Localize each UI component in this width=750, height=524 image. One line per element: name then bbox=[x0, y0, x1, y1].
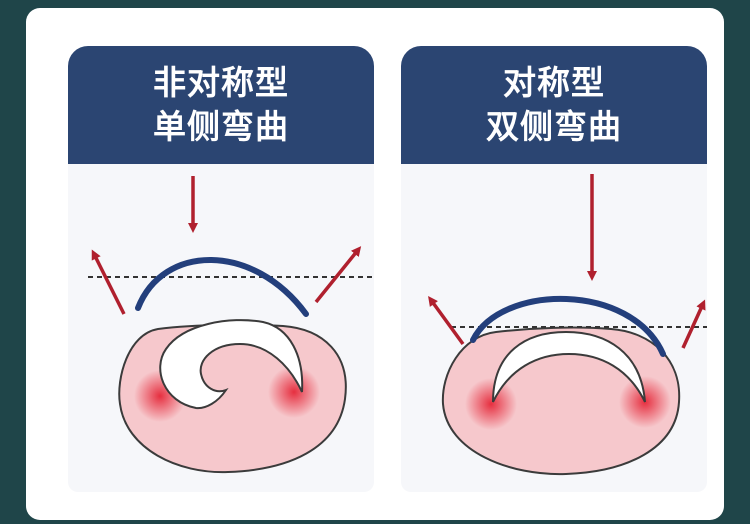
symmetric-title-line1: 对称型 bbox=[503, 63, 605, 102]
inflammation-spot-left bbox=[465, 378, 517, 430]
asymmetric-panel: 非对称型 单侧弯曲 bbox=[68, 46, 374, 492]
symmetric-title-line2: 双侧弯曲 bbox=[486, 107, 622, 146]
diagram-card: 非对称型 单侧弯曲 bbox=[26, 8, 724, 520]
force-arrow-right bbox=[314, 246, 362, 304]
inflammation-spot-right bbox=[268, 366, 320, 418]
asymmetric-title-line1: 非对称型 bbox=[153, 63, 289, 102]
symmetric-illustration bbox=[428, 174, 707, 476]
asymmetric-title-line2: 单侧弯曲 bbox=[153, 107, 289, 146]
force-arrow-left bbox=[428, 295, 465, 346]
force-arrow-left bbox=[91, 249, 126, 315]
curl-shape bbox=[159, 319, 304, 410]
symmetric-header: 对称型 双侧弯曲 bbox=[401, 46, 707, 164]
force-arrow-right bbox=[681, 299, 706, 349]
asymmetric-header: 非对称型 单侧弯曲 bbox=[68, 46, 374, 164]
bending-arc bbox=[470, 295, 666, 357]
bending-arc bbox=[135, 257, 309, 317]
asymmetric-illustration bbox=[88, 176, 374, 474]
symmetric-panel: 对称型 双侧弯曲 bbox=[401, 46, 707, 492]
crescent-shape bbox=[492, 330, 646, 403]
